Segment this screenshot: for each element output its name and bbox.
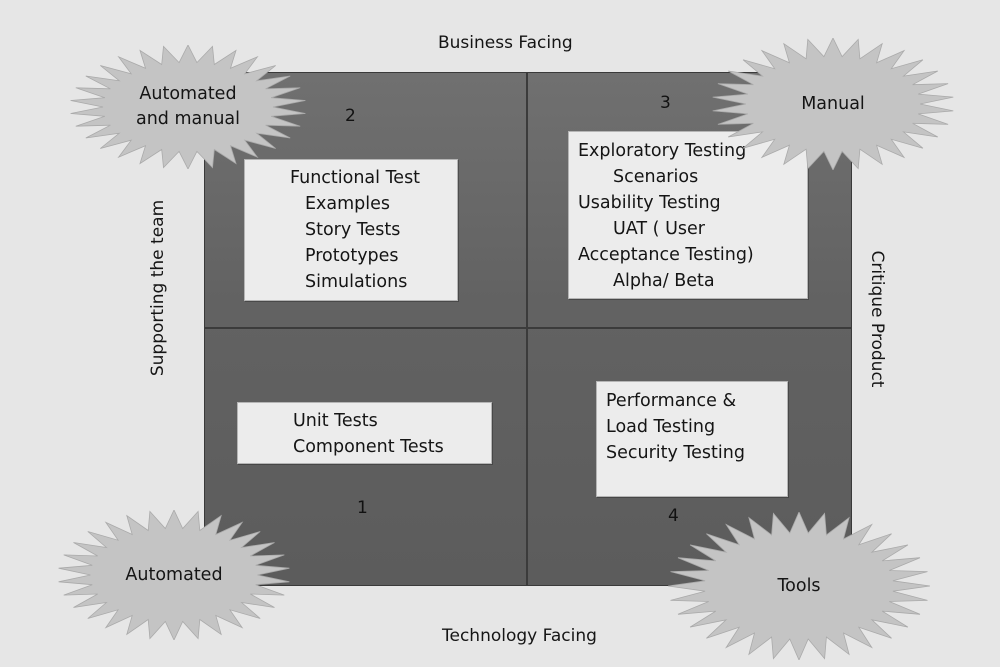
burst-bottom-right: Tools [668,512,930,660]
quadrant-2-number: 2 [345,106,356,126]
burst-shape [70,45,306,169]
quadrant-1-box: Unit Tests Component Tests [237,402,492,464]
quadrant-2-line: Story Tests [305,220,401,240]
burst-bottom-right-label: Tools [668,512,930,660]
burst-polygon [712,38,954,170]
burst-text: and manual [135,109,241,129]
axis-label-top: Business Facing [438,33,573,53]
quadrant-2-line: Simulations [305,272,408,292]
burst-shape [668,512,930,660]
burst-text: Manual [801,93,865,114]
burst-top-left: Automated and manual [70,45,306,169]
quadrant-2-line: Functional Test [290,168,421,188]
quadrant-3-line: Scenarios [613,167,699,187]
burst-text: Automated [139,84,237,104]
burst-top-right-label: Manual [712,38,954,170]
quadrant-4-number: 4 [668,506,679,526]
axis-label-bottom: Technology Facing [442,626,597,646]
burst-polygon [58,510,290,640]
quadrant-3-box: Exploratory Testing Scenarios Usability … [568,131,808,299]
quadrant-3-line: Alpha/ Beta [613,271,715,291]
quadrant-3-line: Acceptance Testing) [578,245,754,265]
burst-text: Automated [125,564,223,585]
vertical-divider [526,73,528,585]
burst-polygon [668,512,930,660]
burst-shape [712,38,954,170]
quadrant-3-line: UAT ( User [613,219,705,239]
quadrant-2-box: Functional Test Examples Story Tests Pro… [244,159,458,301]
quadrant-3-line: Exploratory Testing [578,141,747,161]
burst-top-left-label: Automated and manual [70,45,306,169]
quadrant-4-line: Performance & [606,391,737,411]
quadrant-4-box: Performance & Load Testing Security Test… [596,381,788,497]
quadrant-2-line: Examples [305,194,391,214]
burst-text: Tools [777,575,821,596]
quadrant-3-number: 3 [660,93,671,113]
quadrant-4-line: Security Testing [606,443,745,463]
quadrant-1-line: Component Tests [293,437,444,457]
horizontal-divider [205,327,851,329]
burst-shape [58,510,290,640]
axis-label-right: Critique Product [867,250,887,388]
quadrant-1-number: 1 [357,498,368,518]
burst-bottom-left: Automated [58,510,290,640]
quadrant-3-line: Usability Testing [578,193,721,213]
quadrant-2-line: Prototypes [305,246,399,266]
axis-label-left: Supporting the team [148,199,168,377]
quadrant-1-line: Unit Tests [293,411,378,431]
burst-bottom-left-label: Automated [58,510,290,640]
burst-top-right: Manual [712,38,954,170]
burst-polygon [70,45,306,169]
quadrant-4-line: Load Testing [606,417,716,437]
